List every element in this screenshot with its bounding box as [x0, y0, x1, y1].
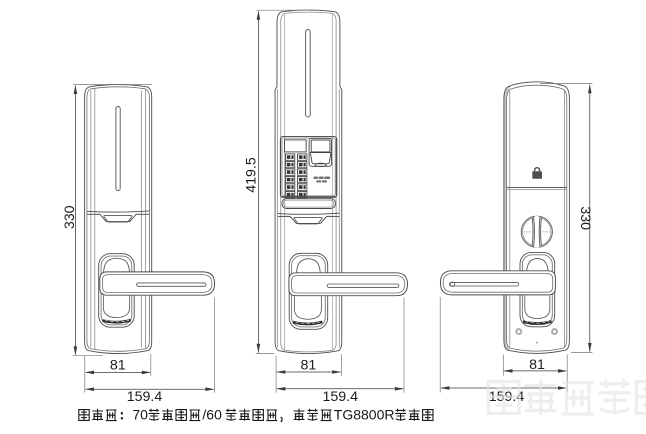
svg-text:419.5: 419.5: [243, 157, 259, 193]
svg-text:81: 81: [301, 358, 317, 374]
svg-text:70: 70: [132, 406, 148, 422]
svg-text:159.4: 159.4: [127, 389, 163, 405]
svg-text:/60: /60: [202, 406, 222, 422]
svg-text:81: 81: [529, 357, 545, 373]
svg-text:81: 81: [110, 358, 126, 374]
svg-text:330: 330: [62, 205, 78, 229]
svg-text:TG8800R: TG8800R: [334, 406, 395, 422]
svg-text:330: 330: [577, 206, 593, 230]
svg-text:159.4: 159.4: [323, 389, 359, 405]
